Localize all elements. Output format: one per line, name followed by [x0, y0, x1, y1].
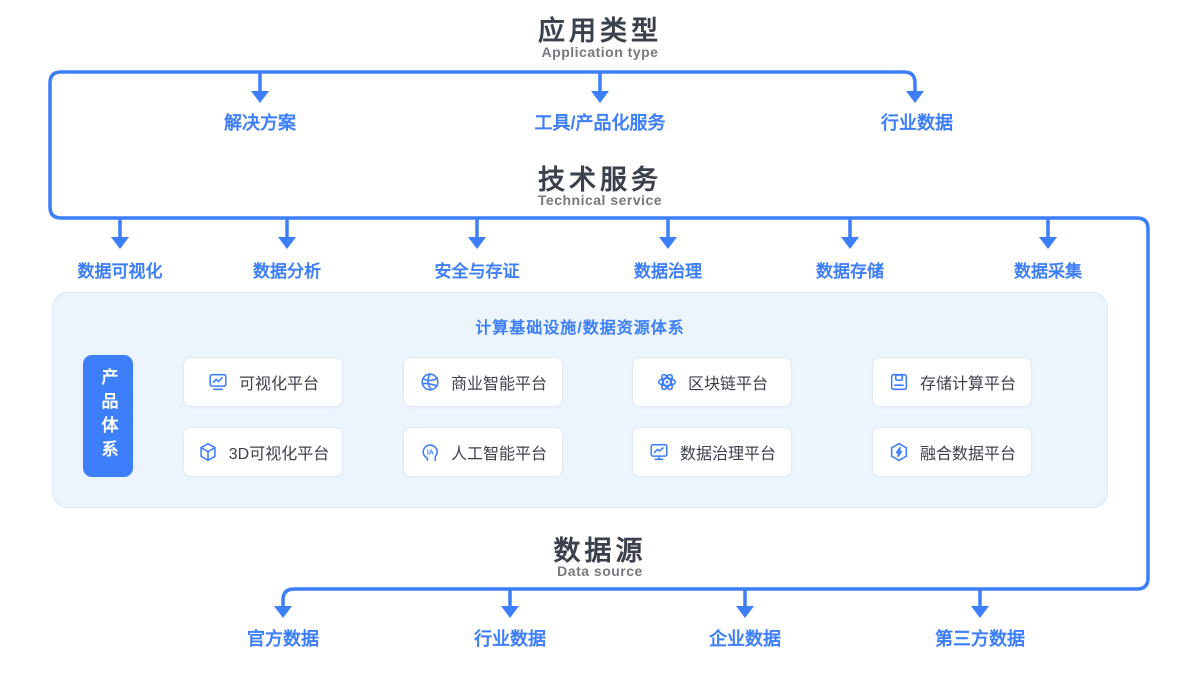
source-item-official: 官方数据 — [247, 629, 319, 649]
card-label: 可视化平台 — [238, 376, 319, 393]
tech-item-visualization: 数据可视化 — [77, 262, 163, 281]
card-fusion-data-platform: 融合数据平台 — [872, 427, 1032, 477]
card-label: 商业智能平台 — [450, 376, 547, 393]
card-label: 区块链平台 — [687, 376, 768, 393]
tech-item-analysis: 数据分析 — [253, 262, 321, 281]
application-type-title: 应用类型 — [538, 16, 662, 46]
ai-head-icon: IA — [422, 444, 438, 462]
card-data-governance-platform: 数据治理平台 — [632, 427, 792, 477]
cube-3d-icon — [200, 442, 216, 462]
application-item-tool-service: 工具/产品化服务 — [534, 113, 666, 133]
atom-icon — [657, 373, 677, 391]
product-system-pill: 产品体系 — [83, 355, 133, 477]
source-item-third-party: 第三方数据 — [935, 629, 1025, 649]
product-system-pill-label: 产品体系 — [98, 368, 118, 464]
card-label: 3D可视化平台 — [228, 446, 330, 463]
card-visualization-platform: 可视化平台 — [183, 357, 343, 407]
tech-item-governance: 数据治理 — [634, 262, 702, 281]
application-type-subtitle: Application type — [541, 44, 659, 60]
hexagon-bolt-icon — [890, 442, 908, 462]
application-item-industry: 行业数据 — [881, 113, 953, 133]
svg-text:IA: IA — [427, 449, 434, 456]
card-blockchain-platform: 区块链平台 — [632, 357, 792, 407]
card-label: 存储计算平台 — [919, 376, 1016, 393]
floppy-disk-icon — [890, 373, 908, 391]
application-item-solution: 解决方案 — [224, 113, 296, 133]
source-item-enterprise: 企业数据 — [709, 629, 781, 649]
source-item-industry: 行业数据 — [474, 629, 546, 649]
card-ai-platform: IA 人工智能平台 — [403, 427, 563, 477]
card-3d-visualization-platform: 3D可视化平台 — [183, 427, 343, 477]
technical-service-subtitle: Technical service — [537, 192, 663, 208]
data-source-subtitle: Data source — [557, 563, 643, 579]
card-label: 数据治理平台 — [679, 446, 776, 463]
card-storage-computing-platform: 存储计算平台 — [872, 357, 1032, 407]
globe-icon — [421, 373, 439, 391]
infrastructure-box-title: 计算基础设施/数据资源体系 — [475, 320, 685, 337]
monitor-trend-icon — [650, 443, 668, 461]
card-business-intelligence-platform: 商业智能平台 — [403, 357, 563, 407]
monitor-chart-icon — [209, 373, 227, 391]
tech-item-storage: 数据存储 — [816, 262, 884, 281]
card-label: 人工智能平台 — [450, 446, 547, 463]
tech-item-collection: 数据采集 — [1014, 262, 1082, 281]
tech-item-security: 安全与存证 — [434, 262, 520, 281]
card-label: 融合数据平台 — [919, 446, 1016, 463]
